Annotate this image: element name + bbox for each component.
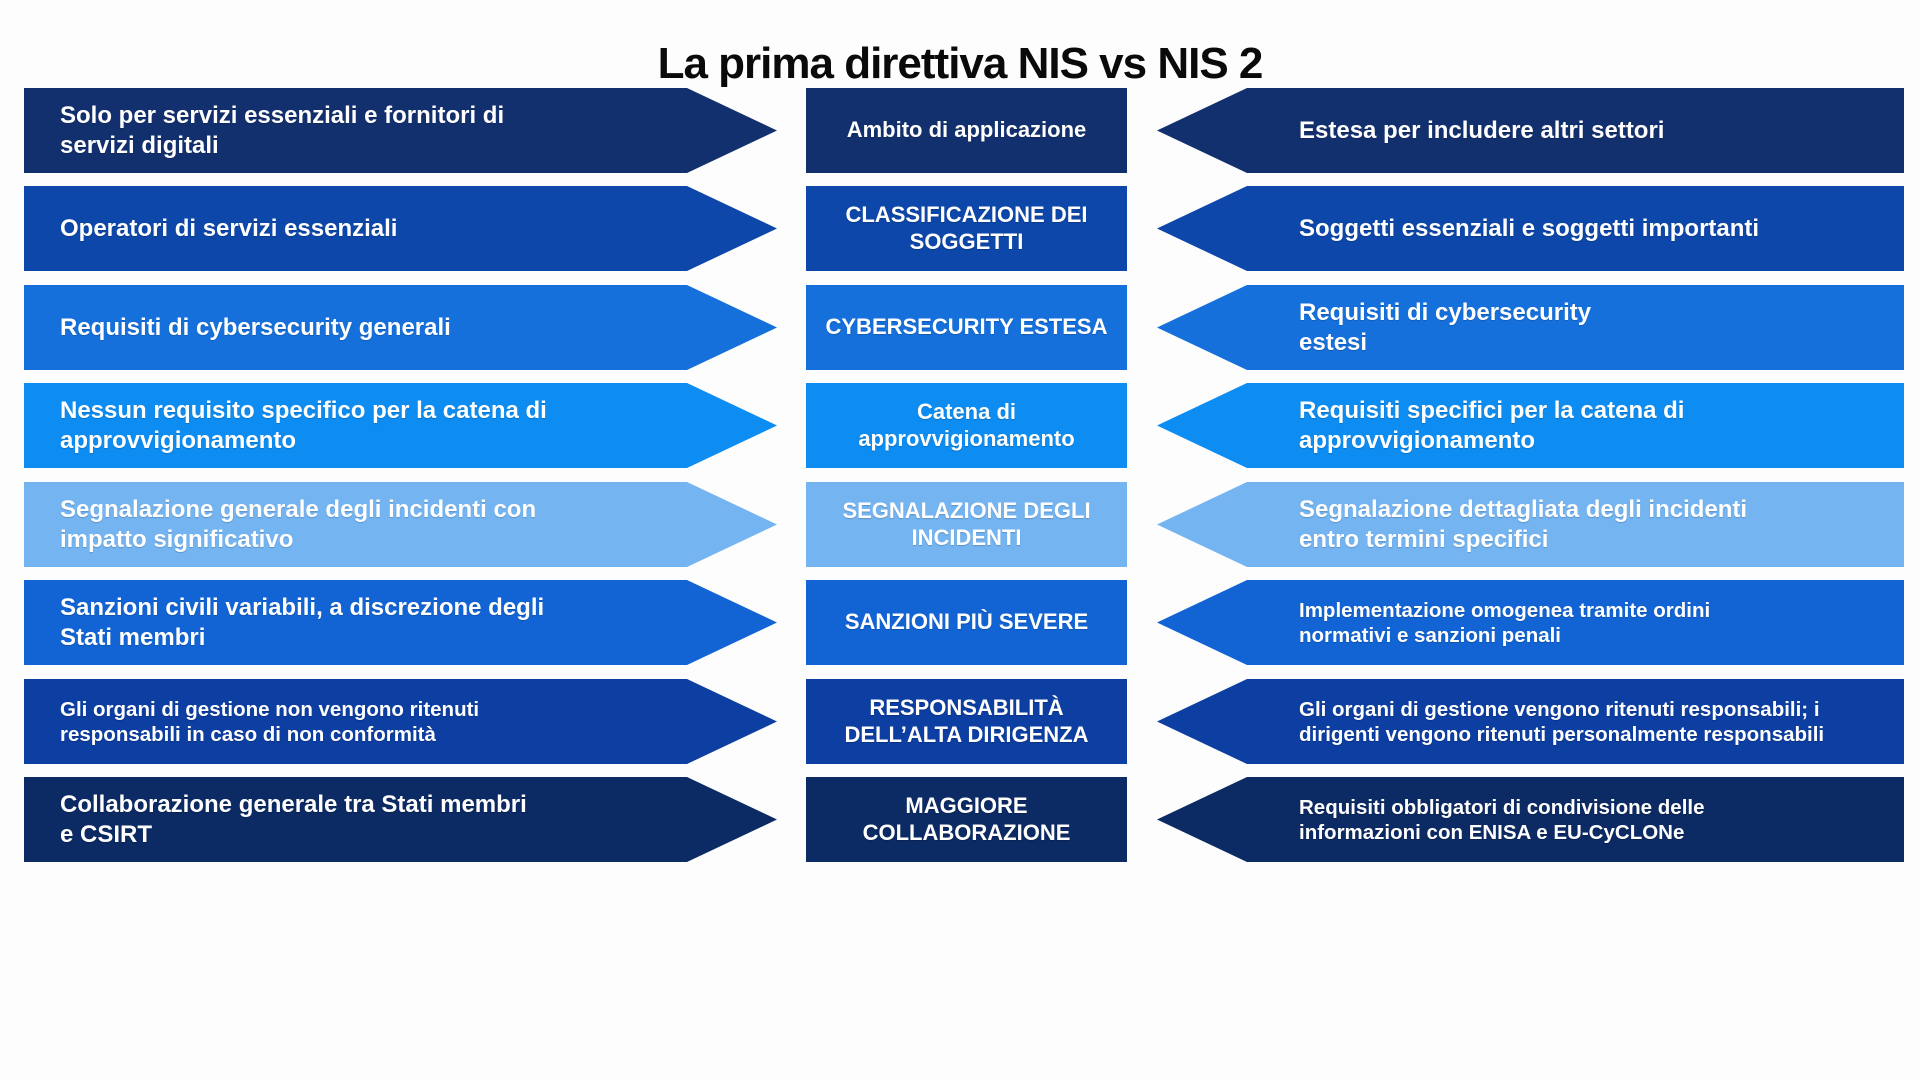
nis1-text: Collaborazione generale tra Stati membri… bbox=[60, 791, 527, 848]
category-label: SEGNALAZIONE DEGLI INCIDENTI bbox=[842, 497, 1091, 550]
nis2-arrow: Requisiti di cybersecurity estesi bbox=[1157, 285, 1904, 370]
comparison-row-cybersecurity: Requisiti di cybersecurity generali CYBE… bbox=[0, 285, 1920, 370]
comparison-row-catena: Nessun requisito specifico per la catena… bbox=[0, 383, 1920, 468]
category-box: CYBERSECURITY ESTESA bbox=[806, 285, 1127, 370]
category-label: Catena di approvvigionamento bbox=[858, 398, 1075, 451]
nis1-arrow: Segnalazione generale degli incidenti co… bbox=[24, 482, 777, 567]
nis2-arrow: Gli organi di gestione vengono ritenuti … bbox=[1157, 679, 1904, 764]
nis1-text: Operatori di servizi essenziali bbox=[60, 214, 398, 242]
nis2-text: Estesa per includere altri settori bbox=[1299, 116, 1665, 144]
category-label: MAGGIORE COLLABORAZIONE bbox=[862, 792, 1071, 845]
nis1-arrow: Nessun requisito specifico per la catena… bbox=[24, 383, 777, 468]
comparison-row-responsabilita: Gli organi di gestione non vengono riten… bbox=[0, 679, 1920, 764]
category-label: Ambito di applicazione bbox=[846, 117, 1087, 143]
nis2-text: Requisiti obbligatori di condivisione de… bbox=[1299, 795, 1705, 844]
nis1-text: Sanzioni civili variabili, a discrezione… bbox=[60, 594, 545, 651]
category-label: CLASSIFICAZIONE DEI SOGGETTI bbox=[845, 201, 1088, 254]
category-box: SANZIONI PIÙ SEVERE bbox=[806, 580, 1127, 665]
nis2-arrow: Segnalazione dettagliata degli incidenti… bbox=[1157, 482, 1904, 567]
nis1-text: Nessun requisito specifico per la catena… bbox=[60, 397, 547, 454]
category-label: RESPONSABILITÀ DELL’ALTA DIRIGENZA bbox=[844, 694, 1089, 747]
category-box: RESPONSABILITÀ DELL’ALTA DIRIGENZA bbox=[806, 679, 1127, 764]
category-label: CYBERSECURITY ESTESA bbox=[825, 314, 1108, 340]
nis2-arrow: Requisiti obbligatori di condivisione de… bbox=[1157, 777, 1904, 862]
nis2-text: Implementazione omogenea tramite ordini … bbox=[1299, 598, 1711, 647]
page-title: La prima direttiva NIS vs NIS 2 bbox=[657, 39, 1264, 89]
category-label: SANZIONI PIÙ SEVERE bbox=[844, 609, 1089, 635]
nis1-arrow: Collaborazione generale tra Stati membri… bbox=[24, 777, 777, 862]
nis2-arrow: Requisiti specifici per la catena di app… bbox=[1157, 383, 1904, 468]
nis2-text: Requisiti di cybersecurity estesi bbox=[1299, 299, 1592, 356]
comparison-row-sanzioni: Sanzioni civili variabili, a discrezione… bbox=[0, 580, 1920, 665]
comparison-row-collaborazione: Collaborazione generale tra Stati membri… bbox=[0, 777, 1920, 862]
category-box: MAGGIORE COLLABORAZIONE bbox=[806, 777, 1127, 862]
nis1-arrow: Sanzioni civili variabili, a discrezione… bbox=[24, 580, 777, 665]
nis1-arrow: Operatori di servizi essenziali bbox=[24, 186, 777, 271]
nis1-text: Requisiti di cybersecurity generali bbox=[60, 313, 451, 341]
category-box: SEGNALAZIONE DEGLI INCIDENTI bbox=[806, 482, 1127, 567]
comparison-row-classificazione: Operatori di servizi essenziali CLASSIFI… bbox=[0, 186, 1920, 271]
comparison-row-ambito: Solo per servizi essenziali e fornitori … bbox=[0, 88, 1920, 173]
nis2-arrow: Implementazione omogenea tramite ordini … bbox=[1157, 580, 1904, 665]
category-box: Ambito di applicazione bbox=[806, 88, 1127, 173]
nis2-text: Gli organi di gestione vengono ritenuti … bbox=[1299, 697, 1825, 746]
nis1-arrow: Solo per servizi essenziali e fornitori … bbox=[24, 88, 777, 173]
nis2-text: Segnalazione dettagliata degli incidenti… bbox=[1299, 496, 1748, 553]
nis2-arrow: Estesa per includere altri settori bbox=[1157, 88, 1904, 173]
nis1-arrow: Gli organi di gestione non vengono riten… bbox=[24, 679, 777, 764]
nis1-text: Solo per servizi essenziali e fornitori … bbox=[60, 102, 505, 159]
nis2-arrow: Soggetti essenziali e soggetti important… bbox=[1157, 186, 1904, 271]
category-box: CLASSIFICAZIONE DEI SOGGETTI bbox=[806, 186, 1127, 271]
comparison-row-segnalazione: Segnalazione generale degli incidenti co… bbox=[0, 482, 1920, 567]
nis1-text: Segnalazione generale degli incidenti co… bbox=[60, 496, 537, 553]
nis2-text: Soggetti essenziali e soggetti important… bbox=[1299, 214, 1760, 242]
nis2-text: Requisiti specifici per la catena di app… bbox=[1299, 397, 1685, 454]
category-box: Catena di approvvigionamento bbox=[806, 383, 1127, 468]
nis1-text: Gli organi di gestione non vengono riten… bbox=[60, 697, 480, 746]
nis1-arrow: Requisiti di cybersecurity generali bbox=[24, 285, 777, 370]
